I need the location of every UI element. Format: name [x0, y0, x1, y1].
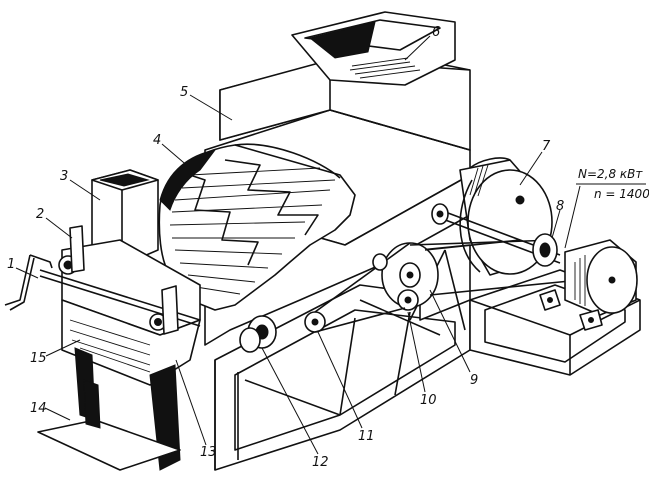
motor-speed: n = 1400 — [594, 187, 649, 201]
belt-drive — [239, 203, 581, 353]
leader-lines — [15, 35, 561, 455]
crank-handle[interactable] — [4, 254, 53, 311]
motor-spec: N=2,8 кВт n = 1400 — [564, 167, 649, 249]
callout-labels: 1 2 3 4 5 6 7 8 9 10 11 12 13 14 15 — [7, 25, 564, 470]
feed-assembly — [37, 225, 201, 471]
callout-7: 7 — [542, 139, 551, 154]
motor-power: N=2,8 кВт — [578, 167, 643, 181]
top-hopper — [291, 11, 456, 86]
callout-8: 8 — [556, 199, 564, 214]
callout-3: 3 — [60, 169, 68, 184]
callout-5: 5 — [180, 85, 188, 100]
feed-box — [91, 169, 159, 263]
electric-motor — [539, 239, 638, 331]
callout-12: 12 — [312, 455, 329, 470]
callout-14: 14 — [30, 401, 47, 416]
callout-6: 6 — [432, 25, 440, 40]
callout-13: 13 — [200, 445, 217, 460]
drum-hatching — [169, 167, 336, 295]
corrugated-drum — [158, 143, 356, 311]
callout-10: 10 — [420, 393, 437, 408]
callout-1: 1 — [7, 257, 15, 272]
callout-11: 11 — [358, 429, 375, 444]
callout-15: 15 — [30, 351, 47, 366]
drum — [459, 157, 553, 276]
callout-4: 4 — [153, 133, 161, 148]
tray-hatching — [69, 319, 151, 373]
callout-9: 9 — [470, 373, 478, 388]
callout-2: 2 — [36, 207, 44, 222]
